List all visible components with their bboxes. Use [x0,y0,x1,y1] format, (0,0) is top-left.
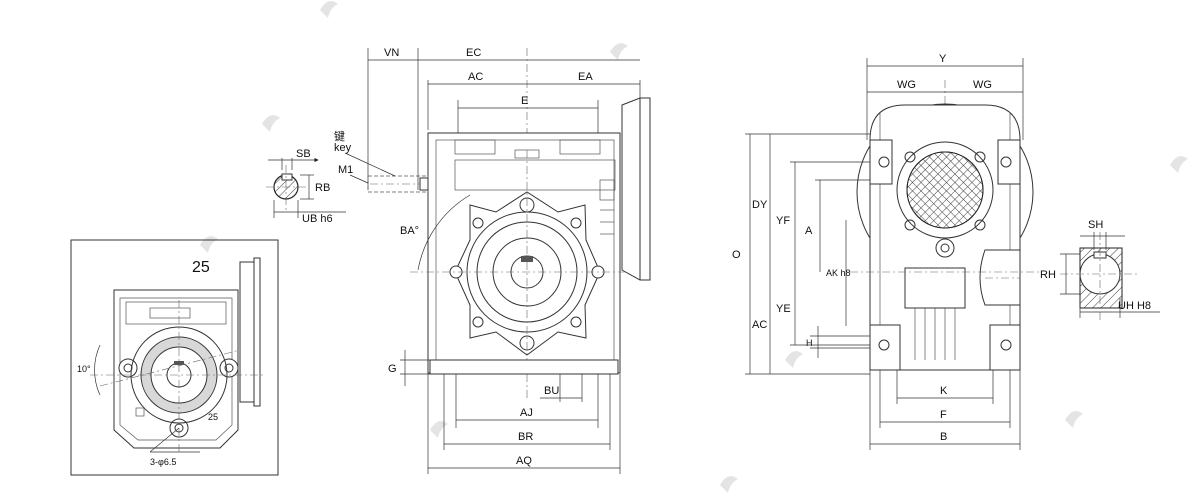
uh-label: UH H8 [1118,300,1151,312]
key-cn-label: 键 [334,129,345,143]
watermark-leaf-icons [200,1,1188,493]
sb-label: SB [296,148,311,160]
bu-label: BU [544,385,559,397]
ea-label: EA [578,71,593,83]
key-en-label: key [334,142,352,154]
ye-label: YE [776,303,791,315]
ac-side-label: AC [752,319,767,331]
b-label: B [940,431,947,443]
inset-frame [70,239,279,476]
ec-label: EC [466,47,481,59]
shaft-section-view: SB RB UB h6 [266,148,346,225]
vn-label: VN [384,47,399,59]
y-label: Y [939,53,947,65]
aj-label: AJ [520,407,533,419]
ac-top-label: AC [468,71,483,83]
e-label: E [521,95,528,107]
a-label: A [805,225,813,237]
dy-label: DY [752,199,768,211]
rb-label: RB [315,182,330,194]
ba-label: BA° [400,225,419,237]
rh-label: RH [1040,269,1056,281]
sh-label: SH [1088,219,1103,231]
o-label: O [732,249,741,261]
dim-25-label: 25 [208,412,218,422]
holes-label: 3-φ6.5 [150,457,176,467]
bore-section-view: SH RH UH H8 [1040,219,1160,320]
h-label: H [806,338,813,348]
m1-label: M1 [338,164,353,176]
br-label: BR [518,431,533,443]
side-view: Y WG WG [732,53,1040,450]
k-label: K [940,385,948,397]
wg-left-label: WG [897,79,916,91]
g-label: G [388,363,397,375]
ub-label: UB h6 [302,213,333,225]
yf-label: YF [776,215,790,227]
inset-view-25: 25 10° 25 3-φ6.5 [70,239,279,476]
ak-label: AK h8 [826,268,851,278]
wg-right-label: WG [973,79,992,91]
angle-10-label: 10° [77,364,91,374]
inset-size-label: 25 [192,259,210,276]
front-view: VN EC AC EA E M1 键 key [334,47,651,474]
aq-label: AQ [516,455,532,467]
f-label: F [940,409,947,421]
